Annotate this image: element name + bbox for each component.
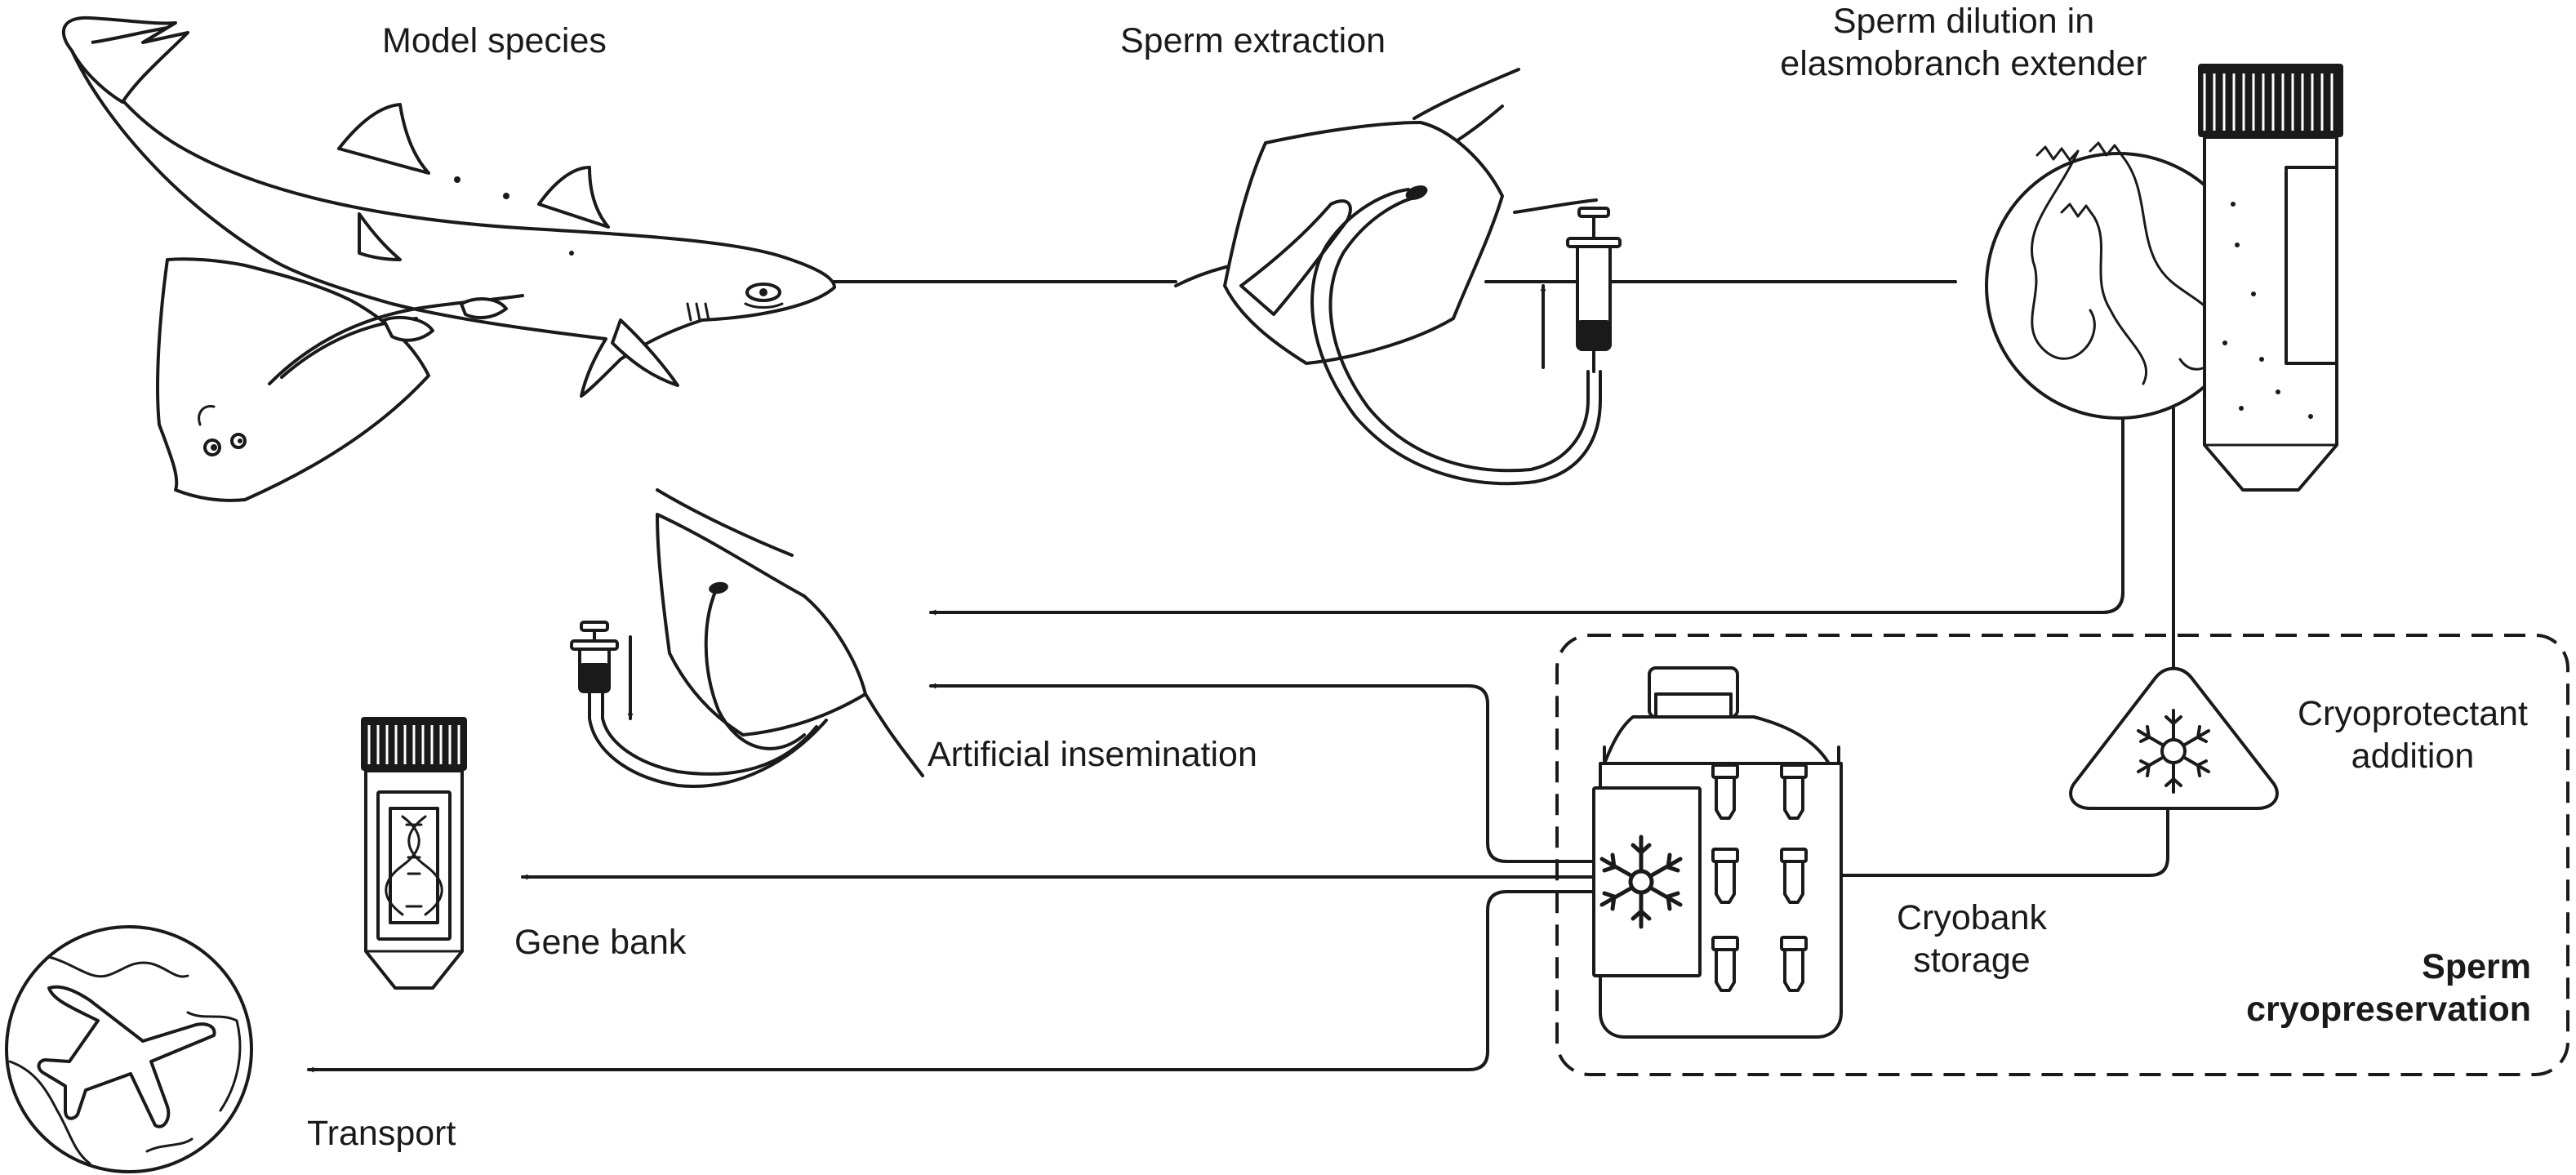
label-transport: Transport <box>307 1114 456 1153</box>
label-sperm-extraction: Sperm extraction <box>1120 21 1386 60</box>
label-sperm-cryo-line1: Sperm <box>2422 947 2531 986</box>
label-cryobank-storage: Cryobank storage <box>1870 897 2074 981</box>
label-cryobank-line2: storage <box>1913 941 2031 980</box>
label-cryoprotectant-line1: Cryoprotectant <box>2297 694 2529 733</box>
label-sperm-cryo-line2: cryopreservation <box>2246 990 2531 1029</box>
clasper-syringe-icon <box>1174 68 1622 486</box>
insemination-syringe-icon <box>570 488 924 788</box>
shark-icon <box>61 16 836 398</box>
sample-tube-icon <box>2198 64 2343 492</box>
label-sperm-dilution-line2: elasmobranch extender <box>1780 44 2147 83</box>
label-sperm-cryopreservation: Sperm cryopreservation <box>2188 946 2531 1030</box>
skate-icon <box>156 257 524 502</box>
label-cryobank-line1: Cryobank <box>1896 898 2048 937</box>
label-cryoprotectant-line2: addition <box>2351 737 2475 776</box>
snowflake-triangle-icon <box>2069 666 2279 810</box>
label-cryoprotectant: Cryoprotectant addition <box>2278 692 2547 777</box>
label-artificial-insemination: Artificial insemination <box>928 735 1257 774</box>
label-model-species: Model species <box>382 21 607 60</box>
cryopreservation-frame <box>1555 634 2569 1076</box>
label-sperm-dilution-line1: Sperm dilution in <box>1832 2 2095 41</box>
label-gene-bank: Gene bank <box>514 923 687 962</box>
cryo-dewar-icon <box>1592 666 1843 1039</box>
globe-airplane-icon <box>5 925 253 1173</box>
label-sperm-dilution: Sperm dilution in elasmobranch extender <box>1731 0 2196 85</box>
dna-tube-icon <box>361 717 467 990</box>
connector-lines <box>307 280 2175 1073</box>
